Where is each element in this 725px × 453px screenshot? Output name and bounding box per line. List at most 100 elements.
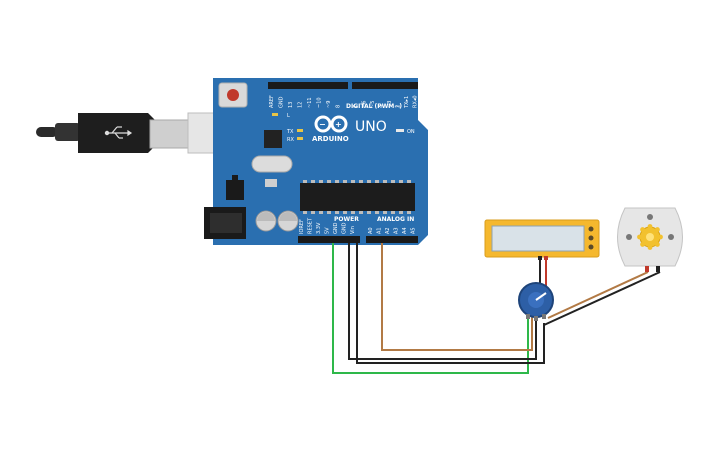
usb-chip (264, 130, 282, 148)
lcd-terminal-2 (588, 235, 594, 241)
chip-pin (351, 211, 355, 214)
gear-tooth (647, 245, 653, 250)
motor-screw-top (647, 214, 653, 220)
digital-pin-label: AREF (269, 95, 275, 108)
crystal (251, 155, 293, 173)
digital-pin-label: 8 (336, 105, 342, 108)
digital-pin-label: RX◂0 (413, 95, 419, 108)
pot-pin-1 (526, 314, 530, 319)
digital-pin-label: 12 (298, 102, 304, 108)
wires[interactable] (332, 243, 661, 374)
potentiometer[interactable] (518, 282, 554, 321)
digital-pin-label: ~5 (370, 101, 376, 108)
usb-cable[interactable] (36, 112, 241, 154)
digital-header-label: DIGITAL (PWM~) (346, 103, 402, 110)
digital-header-right[interactable] (352, 82, 418, 89)
motor-screw-right (668, 234, 674, 240)
gear-tooth (640, 227, 645, 232)
chip-pins (303, 180, 411, 214)
analog-pin-label: A4 (402, 227, 408, 234)
chip-pin (335, 180, 339, 183)
power-jack-inner (210, 213, 242, 233)
digital-pin-label: 4 (379, 105, 385, 108)
wire-green[interactable] (332, 243, 529, 374)
digital-pin-label: GND (279, 96, 285, 108)
power-pin-label: GND (333, 222, 339, 234)
power-header-label: POWER (334, 216, 359, 223)
dc-motor[interactable] (617, 207, 683, 272)
pot-pin-3 (542, 314, 546, 319)
power-pin-label: IOREF (299, 219, 305, 234)
pot-pin-2 (534, 316, 538, 321)
digital-pin-label: ~9 (326, 101, 332, 108)
knob-indicator (535, 292, 547, 301)
chip-pin (303, 211, 307, 214)
motor-terminal-1 (645, 266, 649, 272)
power-pin-label: RESET (308, 217, 314, 234)
wire-black-2[interactable] (356, 243, 545, 364)
led-rx-label: RX (287, 137, 294, 143)
motor-icon (637, 224, 663, 250)
regulator-tab (232, 175, 238, 180)
led-l (272, 113, 278, 116)
digital-pin-label: 7 (353, 105, 359, 108)
led-on (396, 129, 404, 132)
led-rx (297, 137, 303, 140)
logo-minus: − (319, 120, 326, 129)
chip-pin (375, 180, 379, 183)
analog-pin-label: A5 (411, 227, 417, 234)
chip-pin (399, 180, 403, 183)
atmega-chip (300, 183, 415, 211)
power-header[interactable] (298, 236, 360, 243)
digital-pin-label: ~11 (307, 97, 313, 108)
wire-motor-brown[interactable] (547, 271, 649, 319)
analog-header[interactable] (366, 236, 418, 243)
lcd-pin-1 (538, 256, 542, 260)
gear-tooth (655, 242, 660, 247)
analog-pin-label: A1 (377, 227, 383, 234)
chip-pin (367, 211, 371, 214)
lcd-terminal-3 (588, 244, 594, 250)
power-pin-label: GND (342, 222, 348, 234)
usb-plug-icon (104, 126, 133, 139)
chip-pin (319, 180, 323, 183)
lcd-display[interactable] (484, 219, 600, 260)
chip-pin (319, 211, 323, 214)
chip-pin (383, 180, 387, 183)
small-cap (265, 179, 277, 187)
chip-pin (359, 211, 363, 214)
gear-tooth (658, 234, 663, 240)
analog-pin-label: A0 (368, 227, 374, 234)
digital-header-left[interactable] (268, 82, 348, 89)
gear-tooth (655, 227, 660, 232)
chip-pin (407, 180, 411, 183)
wire-brown[interactable] (381, 243, 533, 351)
led-tx (297, 129, 303, 132)
chip-pin (303, 180, 307, 183)
chip-pin (407, 211, 411, 214)
digital-pin-label: ~6 (362, 101, 368, 108)
wire-motor-black[interactable] (543, 271, 661, 326)
chip-pin (311, 180, 315, 183)
lcd-terminal-1 (588, 226, 594, 232)
logo-plus: + (335, 120, 342, 129)
chip-pin (351, 180, 355, 183)
motor-screw-left (626, 234, 632, 240)
model-label: UNO (355, 119, 387, 135)
digital-pin-label: ~10 (317, 97, 323, 108)
usb-b-connector (149, 119, 189, 149)
chip-pin (391, 211, 395, 214)
gear-tooth (637, 234, 642, 240)
chip-pin (399, 211, 403, 214)
led-l-label: L (287, 113, 290, 119)
reset-button-cap (227, 89, 239, 101)
power-pin-label: Vin (350, 226, 356, 234)
chip-pin (311, 211, 315, 214)
wire-black-1[interactable] (348, 243, 537, 360)
lcd-pin-2 (544, 256, 548, 260)
chip-pin (343, 180, 347, 183)
